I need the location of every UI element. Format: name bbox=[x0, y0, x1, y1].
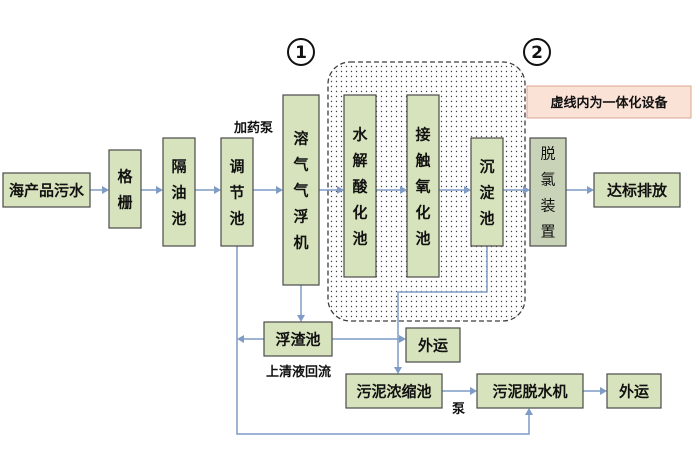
arrowhead bbox=[102, 186, 109, 194]
arrowhead bbox=[399, 335, 406, 343]
dosing-pump-label: 加药泵 bbox=[233, 120, 273, 136]
connector-line bbox=[397, 246, 488, 369]
connector-settling-to-thickener bbox=[394, 246, 488, 374]
unit-equalization-tank-label: 调节池 bbox=[229, 158, 244, 228]
arrowhead bbox=[464, 186, 471, 194]
unit-oil-tank-box bbox=[162, 137, 196, 247]
step-badge-2: 2 bbox=[523, 38, 551, 66]
step-badge-1: 1 bbox=[287, 38, 315, 66]
unit-settling-box bbox=[470, 137, 504, 247]
step-badge-2-number: 2 bbox=[531, 43, 543, 63]
unit-discharge-label: 达标排放 bbox=[607, 182, 668, 200]
connector-scum-tank-to-haul-away bbox=[332, 335, 406, 343]
connector-oil-tank-to-equalization bbox=[195, 186, 221, 194]
connector-line bbox=[236, 246, 530, 435]
arrowhead bbox=[276, 186, 283, 194]
unit-oil-tank-label: 隔油池 bbox=[171, 158, 186, 228]
pump-label: 泵 bbox=[452, 402, 465, 417]
unit-haul-away-2: 外运 bbox=[606, 373, 662, 409]
unit-source-label: 海产品污水 bbox=[9, 182, 85, 200]
unit-screen: 格栅 bbox=[108, 149, 142, 229]
unit-flotation-label: 溶气气浮机 bbox=[292, 130, 308, 252]
process-units: 海产品污水 格栅 隔油池 调节池 溶气气浮机 水解酸化池 接触氧化池 沉淀池 脱氯装置 达标排放浮… bbox=[2, 94, 681, 409]
supernatant-return-label: 上清液回流 bbox=[266, 364, 331, 380]
unit-dewatering-machine-label: 污泥脱水机 bbox=[492, 383, 567, 401]
connector-source-to-screen bbox=[90, 186, 109, 194]
unit-haul-away-1-label: 外运 bbox=[417, 337, 448, 355]
unit-settling: 沉淀池 bbox=[470, 137, 504, 247]
arrowhead bbox=[156, 186, 163, 194]
unit-sludge-thickener: 污泥浓缩池 bbox=[345, 373, 443, 409]
arrowhead bbox=[470, 387, 477, 395]
unit-settling-label: 沉淀池 bbox=[479, 158, 495, 228]
note-text: 虚线内为一体化设备 bbox=[550, 95, 668, 111]
connector-equalization-to-flotation bbox=[253, 186, 283, 194]
arrowhead bbox=[237, 335, 244, 343]
arrowhead bbox=[337, 186, 344, 194]
arrowhead bbox=[587, 186, 594, 194]
connector-flotation-to-hydrolysis bbox=[319, 186, 344, 194]
unit-flotation: 溶气气浮机 bbox=[282, 94, 320, 286]
connector-flotation-to-scum-tank bbox=[297, 285, 305, 322]
unit-oil-tank: 隔油池 bbox=[162, 137, 196, 247]
unit-haul-away-2-label: 外运 bbox=[618, 383, 649, 401]
unit-discharge-box bbox=[593, 172, 681, 208]
unit-dechlorination-label: 脱氯装置 bbox=[540, 145, 555, 241]
unit-sludge-thickener-box bbox=[345, 373, 443, 409]
unit-equalization-tank: 调节池 bbox=[220, 137, 254, 247]
arrowhead bbox=[394, 367, 402, 374]
arrowhead bbox=[400, 186, 407, 194]
unit-flotation-box bbox=[282, 94, 320, 286]
unit-equalization-tank-box bbox=[220, 137, 254, 247]
unit-hydrolysis: 水解酸化池 bbox=[343, 94, 377, 278]
unit-contact-oxidation-box bbox=[406, 94, 440, 278]
unit-source: 海产品污水 bbox=[2, 172, 91, 208]
arrowhead bbox=[600, 387, 607, 395]
unit-screen-label: 格栅 bbox=[117, 168, 133, 212]
flow-connectors bbox=[90, 186, 607, 435]
connector-dechlorination-to-discharge bbox=[566, 186, 594, 194]
arrowhead bbox=[297, 315, 305, 322]
arrowhead bbox=[523, 186, 530, 194]
unit-dechlorination-box bbox=[529, 137, 567, 247]
unit-scum-tank-box bbox=[263, 321, 333, 357]
unit-dewatering-machine: 污泥脱水机 bbox=[476, 373, 584, 409]
unit-hydrolysis-label: 水解酸化池 bbox=[352, 126, 368, 248]
unit-contact-oxidation: 接触氧化池 bbox=[406, 94, 440, 278]
unit-sludge-thickener-label: 污泥浓缩池 bbox=[356, 383, 431, 401]
connector-hydrolysis-to-oxidation bbox=[376, 186, 407, 194]
connector-thickener-to-dewatering bbox=[442, 387, 477, 395]
unit-haul-away-2-box bbox=[606, 373, 662, 409]
unit-discharge: 达标排放 bbox=[593, 172, 681, 208]
connector-equalization-drain bbox=[236, 246, 533, 435]
unit-haul-away-1-box bbox=[405, 327, 461, 363]
unit-scum-tank-label: 浮渣池 bbox=[275, 331, 320, 349]
unit-dechlorination: 脱氯装置 bbox=[529, 137, 567, 247]
unit-dewatering-machine-box bbox=[476, 373, 584, 409]
connector-settling-to-dechlorination bbox=[503, 186, 530, 194]
connector-supernatant-return bbox=[237, 335, 264, 343]
arrowhead bbox=[214, 186, 221, 194]
unit-scum-tank: 浮渣池 bbox=[263, 321, 333, 357]
unit-source-box bbox=[2, 172, 91, 208]
unit-hydrolysis-box bbox=[343, 94, 377, 278]
note-box bbox=[526, 85, 692, 119]
unit-contact-oxidation-label: 接触氧化池 bbox=[414, 126, 430, 248]
unit-screen-box bbox=[108, 149, 142, 229]
step-badge-1-number: 1 bbox=[295, 43, 307, 63]
arrowhead bbox=[525, 408, 533, 415]
connector-screen-to-oil-tank bbox=[141, 186, 163, 194]
connector-oxidation-to-settling bbox=[439, 186, 471, 194]
connector-dewatering-to-haul-away bbox=[583, 387, 607, 395]
unit-haul-away-1: 外运 bbox=[405, 327, 461, 363]
